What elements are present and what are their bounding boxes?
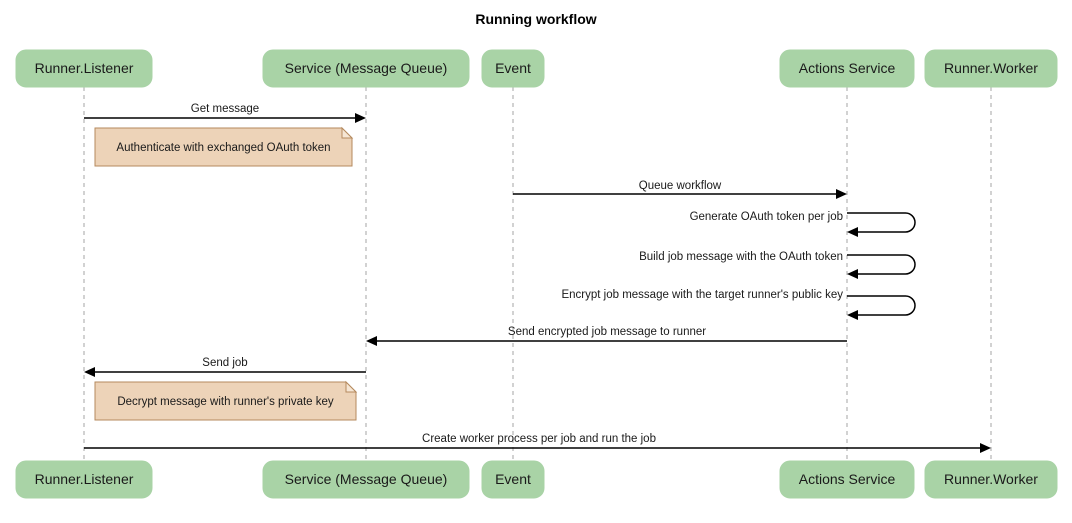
- message-arrowhead: [847, 310, 858, 320]
- message-label: Create worker process per job and run th…: [422, 433, 656, 445]
- participant-box: [924, 49, 1058, 88]
- participant-label: Event: [495, 60, 531, 76]
- note-fold-corner-icon: [341, 126, 354, 139]
- participant-box: [924, 460, 1058, 499]
- note-decrypt-message-with-runners-private-key: Decrypt message with runner's private ke…: [94, 380, 358, 421]
- participant-label: Runner.Listener: [35, 60, 134, 76]
- participant-footer-service-message-queue[interactable]: Service (Message Queue): [262, 460, 470, 499]
- participant-footer-event[interactable]: Event: [481, 460, 545, 499]
- message-label: Send encrypted job message to runner: [508, 326, 706, 338]
- participant-header-runner-worker[interactable]: Runner.Worker: [924, 49, 1058, 88]
- message-path: [847, 212, 916, 233]
- note-fold-corner-icon: [345, 380, 358, 393]
- page-title: Running workflow: [475, 11, 596, 27]
- participant-label: Event: [495, 471, 531, 487]
- header-participants-group: Runner.Listener Service (Message Queue) Ev…: [15, 49, 1058, 88]
- message-arrowhead: [355, 113, 366, 123]
- participant-header-service-message-queue[interactable]: Service (Message Queue): [262, 49, 470, 88]
- message-send-encrypted-job-message-to-runner[interactable]: Send encrypted job message to runner: [366, 326, 847, 346]
- note-label: Decrypt message with runner's private ke…: [117, 396, 334, 408]
- message-create-worker-process-per-job-and-run-the-job[interactable]: Create worker process per job and run th…: [84, 433, 991, 453]
- note-authenticate-with-exchanged-oauth-token: Authenticate with exchanged OAuth token: [94, 126, 354, 167]
- message-arrowhead: [980, 443, 991, 453]
- participant-footer-runner-worker[interactable]: Runner.Worker: [924, 460, 1058, 499]
- notes-group: Authenticate with exchanged OAuth tokenD…: [94, 126, 358, 421]
- message-queue-workflow[interactable]: Queue workflow: [513, 180, 847, 199]
- participant-header-actions-service[interactable]: Actions Service: [779, 49, 915, 88]
- participant-box: [779, 49, 915, 88]
- participant-footer-runner-listener[interactable]: Runner.Listener: [15, 460, 153, 499]
- participant-box: [481, 49, 545, 88]
- message-arrowhead: [847, 227, 858, 237]
- message-path: [847, 295, 916, 316]
- participant-footer-actions-service[interactable]: Actions Service: [779, 460, 915, 499]
- message-arrowhead: [84, 367, 95, 377]
- message-build-job-message-with-the-oauth-token[interactable]: Build job message with the OAuth token: [639, 251, 916, 279]
- participant-box: [262, 49, 470, 88]
- participant-label: Actions Service: [799, 60, 896, 76]
- participant-box: [262, 460, 470, 499]
- message-label: Send job: [202, 357, 247, 369]
- message-arrowhead: [847, 269, 858, 279]
- participant-label: Service (Message Queue): [285, 60, 448, 76]
- note-label: Authenticate with exchanged OAuth token: [116, 142, 330, 154]
- message-send-job[interactable]: Send job: [84, 357, 366, 377]
- participant-label: Actions Service: [799, 471, 896, 487]
- note-body: [94, 127, 353, 167]
- message-label: Generate OAuth token per job: [690, 211, 843, 223]
- participant-label: Runner.Worker: [944, 60, 1038, 76]
- participant-box: [15, 460, 153, 499]
- message-label: Queue workflow: [639, 180, 722, 192]
- message-generate-oauth-token-per-job[interactable]: Generate OAuth token per job: [690, 211, 916, 237]
- message-arrowhead: [836, 189, 847, 199]
- participant-label: Runner.Listener: [35, 471, 134, 487]
- participant-label: Service (Message Queue): [285, 471, 448, 487]
- participant-box: [779, 460, 915, 499]
- message-label: Build job message with the OAuth token: [639, 251, 843, 263]
- message-label: Get message: [191, 103, 259, 115]
- message-arrowhead: [366, 336, 377, 346]
- participant-label: Runner.Worker: [944, 471, 1038, 487]
- message-label: Encrypt job message with the target runn…: [561, 289, 843, 301]
- participant-box: [481, 460, 545, 499]
- message-get-message[interactable]: Get message: [84, 103, 366, 123]
- participant-header-event[interactable]: Event: [481, 49, 545, 88]
- message-encrypt-job-message-with-the-target-runners-public-key[interactable]: Encrypt job message with the target runn…: [561, 289, 916, 320]
- message-path: [847, 254, 916, 275]
- footer-participants-group: Runner.Listener Service (Message Queue) Ev…: [15, 460, 1058, 499]
- participant-box: [15, 49, 153, 88]
- participant-header-runner-listener[interactable]: Runner.Listener: [15, 49, 153, 88]
- note-body: [94, 381, 357, 421]
